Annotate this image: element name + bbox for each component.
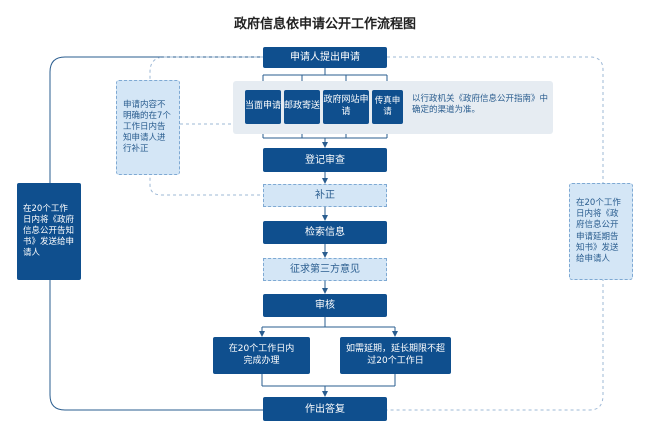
node-extension: 如需延期，延长期限不超过20个工作日 xyxy=(340,337,451,374)
channel-in-person: 当面申请 xyxy=(245,90,281,124)
channel-post: 邮政寄送 xyxy=(284,90,320,124)
node-correction: 补正 xyxy=(263,184,387,207)
channel-fax: 传真申请 xyxy=(372,90,403,124)
channel-website: 政府网站申请 xyxy=(323,90,369,124)
note-notice-to-applicant: 在20个工作日内将《政府信息公开告知书》发送给申请人 xyxy=(17,183,81,280)
node-within-20-days: 在20个工作日内完成办理 xyxy=(213,337,310,374)
node-third-party: 征求第三方意见 xyxy=(263,258,387,281)
node-register: 登记审查 xyxy=(263,148,387,172)
note-unclear-request: 申请内容不明确的在7个工作日内告知申请人进行补正 xyxy=(116,80,180,175)
node-search: 检索信息 xyxy=(263,221,387,244)
node-review: 审核 xyxy=(263,294,387,317)
page-title: 政府信息依申请公开工作流程图 xyxy=(233,17,416,32)
channel-note: 以行政机关《政府信息公开指南》中确定的渠道为准。 xyxy=(412,94,549,116)
node-reply: 作出答复 xyxy=(263,397,387,421)
note-extension-notice: 在20个工作日内将《政府信息公开申请延期告知书》发送给申请人 xyxy=(569,183,633,280)
node-apply: 申请人提出申请 xyxy=(263,47,387,68)
